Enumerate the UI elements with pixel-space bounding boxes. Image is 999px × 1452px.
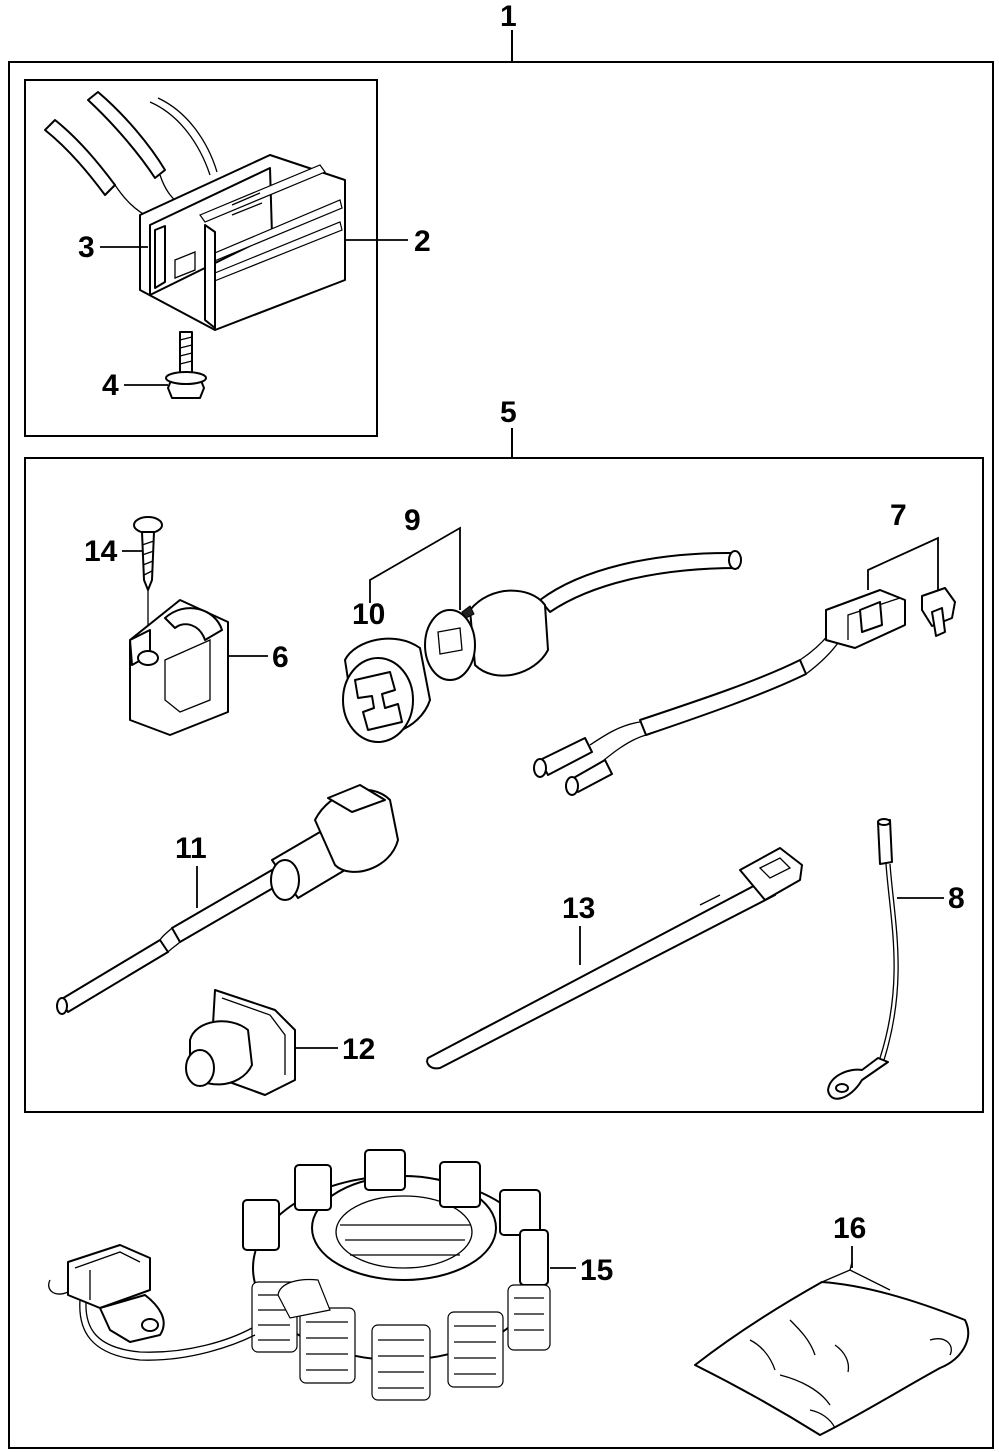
parts-bag [694,1261,970,1436]
fuse-wire-harness [533,587,956,796]
rubber-grommet [185,989,296,1096]
flange-bolt [165,331,207,399]
tapping-screw [133,516,163,655]
callout-10: 10 [352,598,385,631]
svg-text:14: 14 [84,535,118,568]
callout-6: 6 [228,641,289,674]
callout-1: 1 [500,0,517,33]
svg-text:10: 10 [352,598,385,631]
svg-text:2: 2 [414,225,431,258]
callout-15: 15 [550,1254,613,1287]
callout-14: 14 [84,535,142,568]
cable-with-plug [56,784,399,1015]
callout-12: 12 [295,1033,375,1066]
callout-11: 11 [175,832,207,908]
callout-13: 13 [562,892,595,965]
callout-8: 8 [897,882,965,915]
svg-text:5: 5 [500,396,517,429]
svg-text:13: 13 [562,892,595,925]
outer-frame [8,30,994,1449]
regulator-rectifier [44,91,346,331]
ground-wire [827,818,899,1100]
svg-text:3: 3 [78,231,95,264]
cable-clamp [129,599,229,736]
callout-4: 4 [102,369,168,402]
svg-text:11: 11 [175,832,207,865]
svg-text:16: 16 [833,1212,866,1245]
callout-3: 3 [78,231,148,264]
svg-text:6: 6 [272,641,289,674]
svg-text:7: 7 [890,499,907,532]
callout-5: 5 [500,396,517,429]
stator-assembly [48,1149,551,1401]
callout-9: 9 [369,504,461,610]
svg-text:9: 9 [404,504,421,537]
svg-text:8: 8 [948,882,965,915]
svg-text:4: 4 [102,369,119,402]
svg-text:15: 15 [580,1254,613,1287]
callout-16: 16 [833,1212,866,1268]
connector-socket [342,637,431,743]
callout-7: 7 [867,499,939,590]
svg-text:12: 12 [342,1033,375,1066]
connector-housing-cable [424,550,742,681]
regulator-group-frame [24,79,378,437]
svg-text:1: 1 [500,0,517,33]
callout-2: 2 [345,225,431,258]
cable-tie [426,847,803,1070]
cable-group-frame [24,428,984,1113]
